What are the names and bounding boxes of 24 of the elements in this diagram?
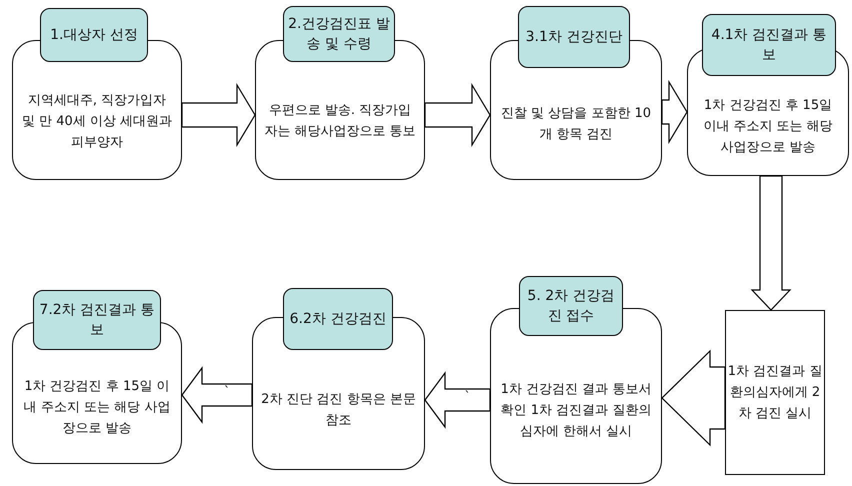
process-box: 1차 검진결과 질환의심자에게 2차 검진 실시: [725, 310, 825, 475]
block-arrow: [750, 175, 792, 311]
step-header-tab: 4.1차 검진결과 통보: [702, 14, 836, 76]
edge-label: `: [464, 390, 470, 402]
step-description: 1차 건강검진 후 15일 이내 주소지 또는 해당 사업장으로 발송: [702, 96, 834, 156]
step-description: 1차 건강검진 후 15일 이내 주소지 또는 해당 사업장으로 발송: [22, 378, 172, 438]
block-arrow: [181, 366, 253, 424]
edge-label: `: [224, 385, 230, 397]
step-header-tab: 3.1차 건강진단: [518, 6, 630, 68]
step-description: 우편으로 발송. 직장가입자는 해당사업장으로 통보: [263, 102, 417, 141]
step-header-tab: 2.건강검진표 발송 및 수령: [283, 6, 395, 62]
step-header-tab: 7.2차 검진결과 통보: [33, 290, 161, 350]
block-arrow: [424, 82, 491, 148]
block-arrow: [424, 371, 491, 429]
block-arrow: [661, 80, 688, 144]
step-header-tab: 6.2차 건강검진: [283, 288, 393, 350]
step-description: 진찰 및 상담을 포함한 10개 항목 검진: [500, 105, 652, 144]
step-description: 1차 건강검진 결과 통보서 확인 1차 검진결과 질환의심자에 한해서 실시: [500, 380, 652, 440]
block-arrow: [661, 350, 726, 446]
step-header-tab: 5. 2차 건강검진 접수: [519, 276, 623, 336]
block-arrow: [181, 82, 256, 148]
step-header-tab: 1.대상자 선정: [40, 8, 148, 62]
step-description: 지역세대주, 직장가입자 및 만 40세 이상 세대원과 피부양자: [20, 92, 174, 152]
step-description: 2차 진단 검진 항목은 본문 참조: [260, 391, 417, 430]
